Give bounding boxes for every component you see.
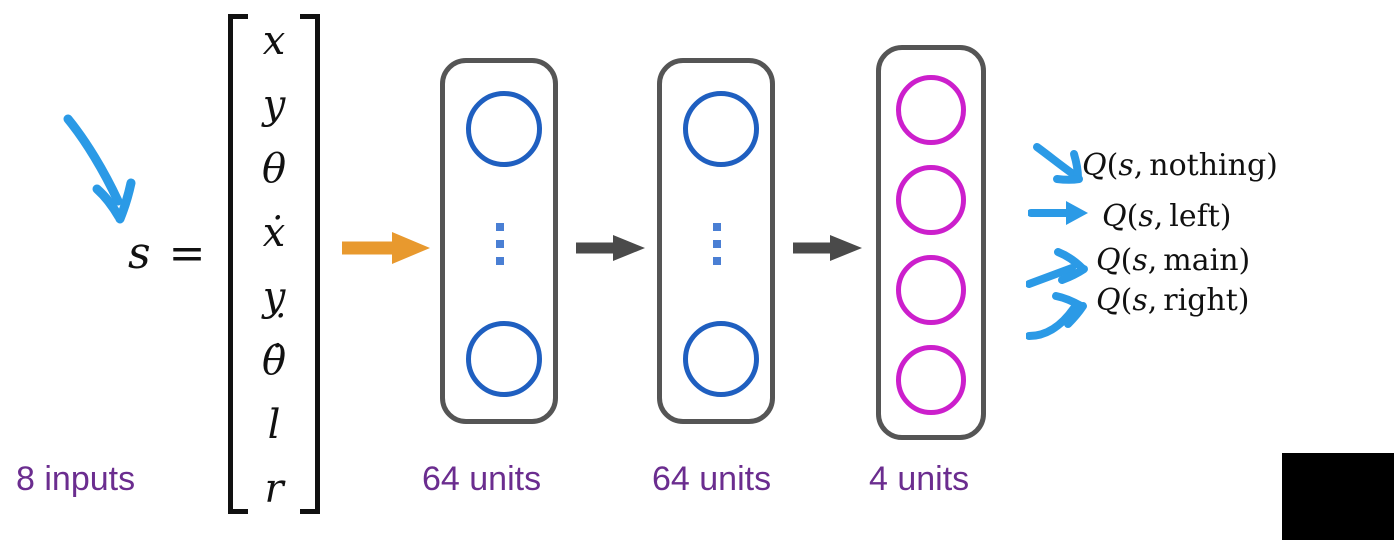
black-overlay-patch xyxy=(1282,453,1394,540)
output-arrow-left-icon xyxy=(1028,201,1088,225)
input-arrow-icon xyxy=(342,232,430,264)
layer-arrow-1-icon xyxy=(576,235,645,261)
output-arrow-right-icon xyxy=(1026,292,1087,340)
state-vector: x y θ ẋ ỵ θ̇ l r xyxy=(228,14,320,514)
input-caption: 8 inputs xyxy=(16,460,136,498)
q-symbol: Q xyxy=(1096,283,1121,318)
state-symbol: s xyxy=(1132,243,1148,278)
q-symbol: Q xyxy=(1096,243,1121,278)
neuron xyxy=(896,255,966,325)
paren-close: ) xyxy=(1238,243,1251,278)
neuron xyxy=(896,75,966,145)
hidden-layer-1-box xyxy=(440,58,558,424)
state-symbol: s xyxy=(1138,199,1154,234)
neuron xyxy=(466,321,542,397)
neuron xyxy=(683,321,759,397)
layer-arrow-2-icon xyxy=(793,235,862,261)
vector-entry: r xyxy=(264,466,284,512)
vector-entry: ỵ xyxy=(262,274,286,320)
paren-open: ( xyxy=(1120,283,1133,318)
action-name: nothing xyxy=(1149,148,1267,183)
output-label-nothing: Q(s, nothing) xyxy=(1082,148,1278,183)
ellipsis-icon xyxy=(713,223,721,265)
output-layer-caption: 4 units xyxy=(869,460,970,498)
vector-entry: y xyxy=(262,82,286,128)
action-name: right xyxy=(1163,283,1238,318)
paren-close: ) xyxy=(1266,148,1278,183)
state-symbol: s xyxy=(1118,148,1134,183)
vector-entry: ẋ xyxy=(262,210,286,256)
neuron xyxy=(896,345,966,415)
paren-close: ) xyxy=(1219,199,1232,234)
q-symbol: Q xyxy=(1102,199,1127,234)
state-symbol: s = xyxy=(128,228,208,279)
output-arrow-main-icon xyxy=(1026,248,1088,288)
paren-open: ( xyxy=(1120,243,1133,278)
neuron xyxy=(683,91,759,167)
output-layer-box xyxy=(876,45,986,440)
state-equation: s = xyxy=(128,228,207,279)
bracket-right-icon xyxy=(300,14,320,514)
q-symbol: Q xyxy=(1082,148,1107,183)
paren-open: ( xyxy=(1126,199,1139,234)
comma: , xyxy=(1147,243,1164,278)
vector-entry: x xyxy=(262,18,286,64)
state-symbol: s xyxy=(1132,283,1148,318)
vector-entry: l xyxy=(267,402,281,448)
vector-entry: θ̇ xyxy=(261,338,287,384)
hidden-layer-2-caption: 64 units xyxy=(652,460,772,498)
output-label-right: Q(s, right) xyxy=(1096,283,1250,318)
output-label-left: Q(s, left) xyxy=(1102,199,1232,234)
hidden-layer-2-box xyxy=(657,58,775,424)
paren-open: ( xyxy=(1106,148,1119,183)
neuron xyxy=(896,165,966,235)
hidden-layer-1-caption: 64 units xyxy=(422,460,542,498)
output-label-main: Q(s, main) xyxy=(1096,243,1250,278)
neuron xyxy=(466,91,542,167)
paren-close: ) xyxy=(1237,283,1250,318)
bracket-left-icon xyxy=(228,14,248,514)
action-name: main xyxy=(1163,243,1239,278)
annotation-arrow-icon xyxy=(63,114,136,224)
ellipsis-icon xyxy=(496,223,504,265)
output-arrow-nothing-icon xyxy=(1033,143,1083,184)
comma: , xyxy=(1133,148,1150,183)
action-name: left xyxy=(1169,199,1220,234)
comma: , xyxy=(1153,199,1170,234)
vector-entry: θ xyxy=(261,146,287,192)
comma: , xyxy=(1147,283,1164,318)
